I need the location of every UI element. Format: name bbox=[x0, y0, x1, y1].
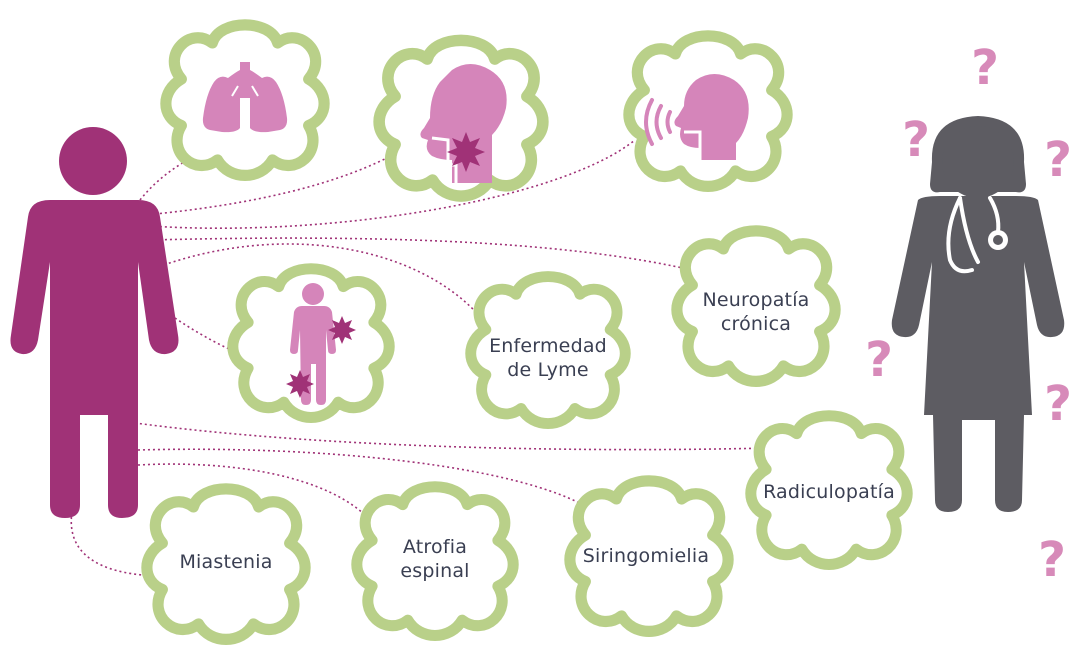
cloud-lungs bbox=[166, 25, 324, 176]
connector-neuropathy bbox=[149, 237, 701, 273]
pain-star-icon bbox=[286, 370, 314, 398]
cloud-label-myasthenia: Miastenia bbox=[179, 550, 272, 574]
label-line: espinal bbox=[400, 560, 470, 582]
connector-syringomyelia bbox=[137, 448, 593, 511]
body-pain-icon bbox=[286, 283, 356, 405]
label-line: de Lyme bbox=[507, 359, 589, 381]
label-line: Neuropatía bbox=[702, 289, 810, 311]
connector-lines bbox=[70, 139, 771, 577]
head-throat-pain-icon bbox=[420, 64, 507, 183]
question-mark-icon: ? bbox=[1038, 532, 1066, 588]
pain-star-icon bbox=[328, 316, 356, 344]
connector-myasthenia bbox=[70, 511, 161, 577]
question-mark-icon: ? bbox=[902, 112, 930, 168]
question-mark-icon: ? bbox=[1044, 376, 1072, 432]
pain-star-icon bbox=[447, 132, 485, 172]
cloud-label-syringomyelia: Siringomielia bbox=[583, 544, 709, 568]
cloud-label-spinal-atrophy: Atrofia espinal bbox=[400, 535, 469, 583]
connector-radiculopathy bbox=[134, 422, 771, 451]
head-speech-icon bbox=[644, 74, 749, 160]
cloud-label-lyme: Enfermedad de Lyme bbox=[489, 334, 607, 382]
lungs-icon bbox=[202, 62, 288, 133]
label-line: Radiculopatía bbox=[763, 481, 895, 503]
connector-lyme bbox=[149, 243, 484, 321]
question-mark-icon: ? bbox=[971, 40, 999, 96]
label-line: Enfermedad bbox=[489, 335, 607, 357]
connector-throat bbox=[144, 149, 403, 216]
question-mark-icon: ? bbox=[865, 332, 893, 388]
cloud-label-radiculopathy: Radiculopatía bbox=[763, 480, 895, 504]
question-mark-icon: ? bbox=[1044, 132, 1072, 188]
label-line: Miastenia bbox=[179, 551, 273, 573]
person-icon bbox=[10, 127, 179, 518]
label-line: Siringomielia bbox=[582, 545, 710, 567]
cloud-label-neuropathy: Neuropatía crónica bbox=[702, 288, 809, 336]
connector-spinal-atrophy bbox=[137, 463, 373, 523]
label-line: Atrofia bbox=[402, 536, 468, 558]
doctor-with-stethoscope-icon bbox=[891, 116, 1065, 512]
connector-speech bbox=[149, 139, 636, 230]
connector-lungs bbox=[139, 147, 211, 201]
label-line: crónica bbox=[720, 313, 792, 335]
